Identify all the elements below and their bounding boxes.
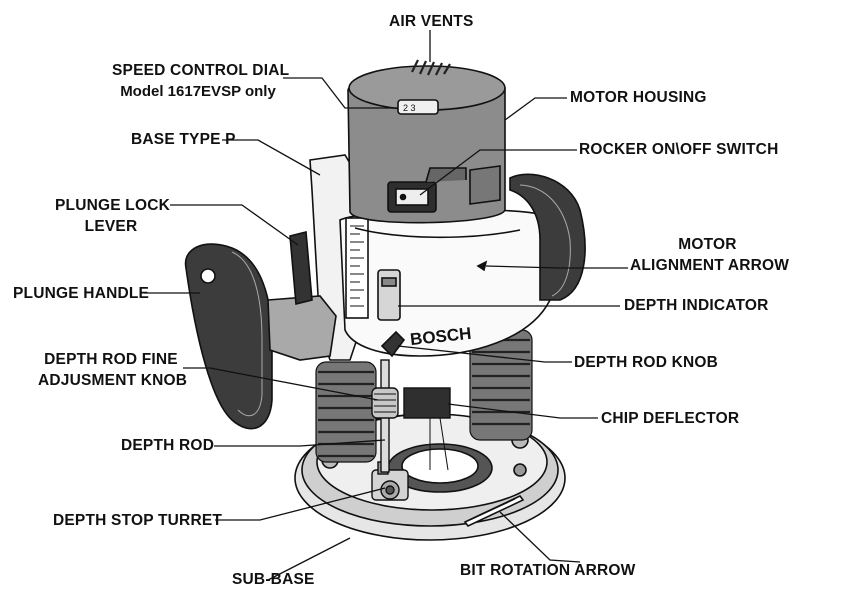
label-sub-base: SUB-BASE bbox=[232, 571, 315, 588]
label-motor-alignment-arrow-line1: MOTOR bbox=[678, 236, 737, 253]
label-base-type-p: BASE TYPE P bbox=[131, 131, 236, 148]
label-plunge-lock-lever-line1: PLUNGE LOCK bbox=[55, 197, 171, 214]
label-depth-rod-fine-line2: ADJUSMENT KNOB bbox=[38, 372, 188, 389]
label-motor-alignment-arrow-line2: ALIGNMENT ARROW bbox=[630, 257, 790, 274]
label-rocker-switch: ROCKER ON\OFF SWITCH bbox=[579, 141, 779, 158]
label-depth-rod-fine-line1: DEPTH ROD FINE bbox=[44, 351, 178, 368]
motor-housing-illustration: 2 3 bbox=[347, 59, 521, 272]
label-depth-indicator: DEPTH INDICATOR bbox=[624, 297, 769, 314]
label-air-vents: AIR VENTS bbox=[389, 13, 474, 30]
label-speed-control-dial: SPEED CONTROL DIAL bbox=[112, 62, 290, 79]
depth-rod-illustration bbox=[371, 359, 399, 473]
leader-lines bbox=[144, 30, 628, 581]
plunge-handle-illustration bbox=[184, 243, 337, 430]
label-chip-deflector: CHIP DEFLECTOR bbox=[601, 410, 740, 427]
label-plunge-lock-lever-line2: LEVER bbox=[84, 218, 138, 235]
label-depth-rod: DEPTH ROD bbox=[121, 437, 215, 454]
base-type-p-illustration bbox=[309, 154, 551, 361]
label-depth-stop-turret: DEPTH STOP TURRET bbox=[53, 512, 223, 529]
label-speed-control-model: Model 1617EVSP only bbox=[120, 83, 276, 100]
speed-dial-numbers: 2 3 bbox=[403, 103, 416, 113]
plunge-lock-lever-illustration bbox=[289, 230, 313, 306]
label-plunge-handle: PLUNGE HANDLE bbox=[13, 285, 150, 302]
label-bit-rotation-arrow: BIT ROTATION ARROW bbox=[460, 562, 636, 579]
chip-deflector-illustration bbox=[403, 387, 451, 471]
label-depth-rod-knob: DEPTH ROD KNOB bbox=[574, 354, 719, 371]
label-motor-housing: MOTOR HOUSING bbox=[570, 89, 707, 106]
